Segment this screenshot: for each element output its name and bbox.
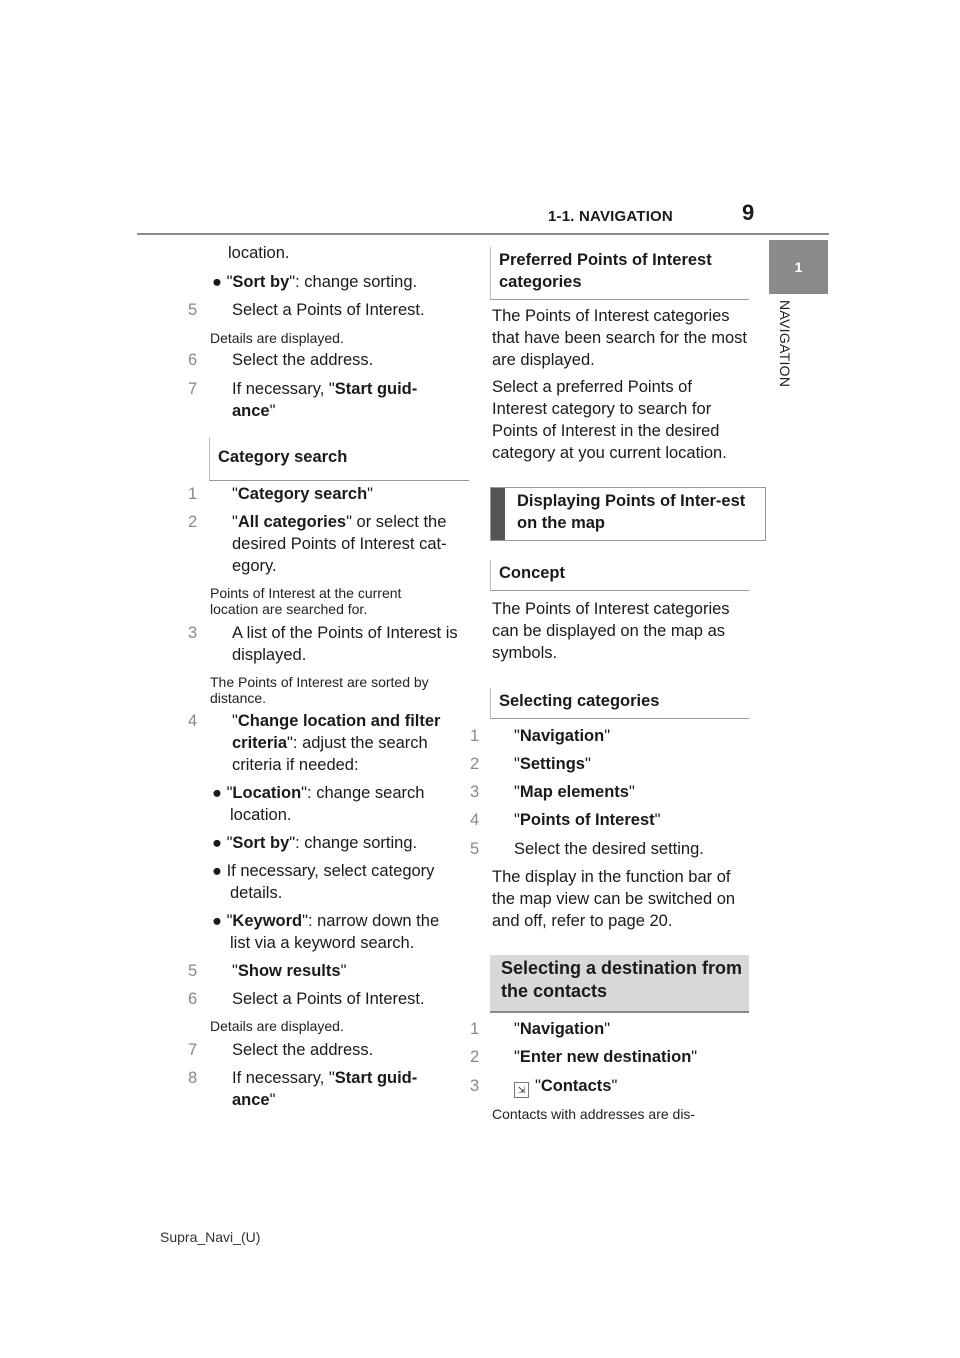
- left-column: location.: [210, 242, 470, 264]
- cat-step-4: 4"Change location and filter criteria": …: [188, 712, 441, 774]
- heading-displaying-text: Displaying Points of Inter-est on the ma…: [517, 492, 746, 532]
- contact-step-2: 2"Enter new destination": [470, 1048, 698, 1066]
- chapter-side-label: NAVIGATION: [777, 300, 793, 388]
- bullet-keyword: ● "Keyword": narrow down the list via a …: [212, 912, 440, 952]
- heading-preferred-poi: Preferred Points of Interest categories: [490, 247, 749, 300]
- section-title: 1-1. NAVIGATION: [548, 208, 673, 225]
- heading-contacts-destination: Selecting a destination from the contact…: [490, 955, 749, 1013]
- bullet-category-details: ● If necessary, select category details.: [212, 862, 435, 902]
- note-contacts: Contacts with addresses are dis-: [492, 1106, 696, 1122]
- bullet-icon: ●: [212, 912, 227, 930]
- heading-selecting-categories: Selecting categories: [490, 688, 749, 719]
- contact-step-3: 3⇲"Contacts": [470, 1075, 750, 1098]
- para-preferred-1: The Points of Interest categories that h…: [492, 307, 747, 369]
- para-function-bar: The display in the function bar of the m…: [492, 868, 736, 930]
- para-concept: The Points of Interest categories can be…: [492, 600, 730, 662]
- bullet-icon: ●: [212, 784, 227, 802]
- continued-text: location.: [228, 244, 290, 262]
- note-current-location: Points of Interest at the current locati…: [210, 585, 402, 617]
- heading-displaying-poi: Displaying Points of Inter-est on the ma…: [490, 487, 766, 541]
- sel-step-3: 3"Map elements": [470, 783, 635, 801]
- bullet-location: ● "Location": change search location.: [212, 784, 425, 824]
- heading-bar: [491, 488, 505, 540]
- sel-step-4: 4"Points of Interest": [470, 811, 661, 829]
- cat-step-2: 2"All categories" or select the desired …: [188, 513, 447, 575]
- contacts-icon: ⇲: [514, 1082, 529, 1098]
- header-divider: [137, 233, 829, 235]
- bullet-icon: ●: [212, 862, 227, 880]
- note-sorted-distance: The Points of Interest are sorted by dis…: [210, 674, 429, 706]
- bullet-icon: ●: [212, 834, 227, 852]
- note-details-1: Details are displayed.: [210, 330, 344, 346]
- para-preferred-2: Select a preferred Points of Interest ca…: [492, 378, 727, 462]
- chapter-tab: 1: [769, 240, 828, 294]
- page-number: 9: [742, 200, 755, 225]
- heading-concept: Concept: [490, 560, 749, 591]
- cat-step-5: 5"Show results": [188, 962, 347, 980]
- bullet-sort-2: ● "Sort by": change sorting.: [212, 834, 418, 852]
- bullet-icon: ●: [212, 273, 227, 291]
- contact-step-1: 1"Navigation": [470, 1020, 611, 1038]
- sel-step-1: 1"Navigation": [470, 727, 611, 745]
- sel-step-2: 2"Settings": [470, 755, 591, 773]
- cat-step-1: 1"Category search": [188, 485, 374, 503]
- heading-category-search: Category search: [209, 437, 469, 481]
- bullet-sort: ● "Sort by": change sorting.: [212, 273, 418, 291]
- note-details-2: Details are displayed.: [210, 1018, 344, 1034]
- footer-doc-id: Supra_Navi_(U): [160, 1229, 261, 1245]
